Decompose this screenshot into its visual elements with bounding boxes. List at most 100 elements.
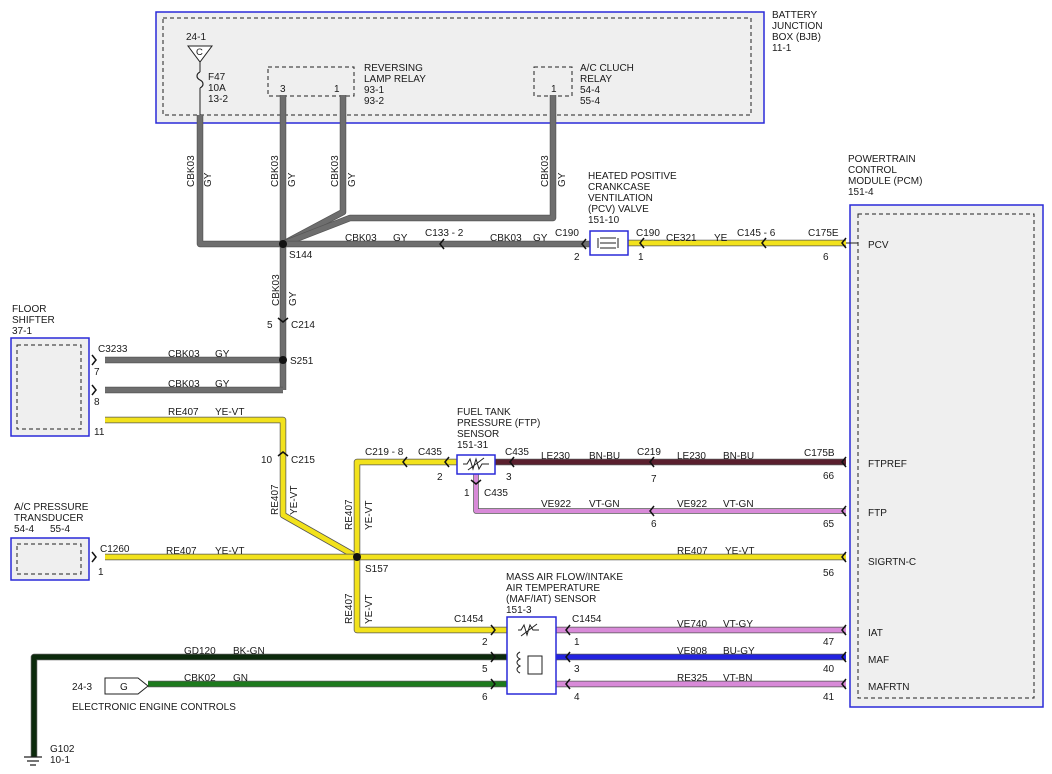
conn-pin-1-c190: 1 (638, 252, 644, 263)
pcm-name-3: MODULE (PCM) (848, 176, 922, 187)
circuit-code-ftp-2: VE922 (677, 499, 707, 510)
arrow-c190-l (581, 238, 587, 250)
circuit-color-down: YE-VT (364, 595, 375, 624)
circuit-color-fs11: YE-VT (215, 407, 244, 418)
conn-c214: C214 (291, 320, 315, 331)
conn-pin-6-c219: 6 (651, 519, 657, 530)
reversing-relay-box (267, 66, 355, 97)
circuit-color-c215: YE-VT (289, 486, 300, 515)
ftp-sensor-name-3: SENSOR (457, 429, 499, 440)
maf-pin-3: 3 (574, 664, 580, 675)
ac-transducer-pin: 1 (98, 567, 104, 578)
pcm-pin-41: 41 (823, 692, 835, 703)
circuit-code-mafrtn: RE325 (677, 673, 708, 684)
rev-relay-ref-2: 93-2 (364, 96, 384, 107)
arrow-fs8 (91, 384, 97, 396)
maf-iat-sensor: MASS AIR FLOW/INTAKE AIR TEMPERATURE (MA… (454, 572, 623, 703)
arrow-fs7 (91, 354, 97, 366)
rev-relay-ref-1: 93-1 (364, 85, 384, 96)
pcm-pin-6: 6 (823, 252, 829, 263)
floor-shifter: FLOOR SHIFTER 37-1 C3233 7 8 11 (10, 304, 128, 438)
circuit-color-ac-trans: YE-VT (215, 546, 244, 557)
pcm-pin-40: 40 (823, 664, 835, 675)
maf-name-3: (MAF/IAT) SENSOR (506, 594, 596, 605)
ground-ref: 10-1 (50, 755, 70, 766)
splice-s251 (279, 356, 287, 364)
floor-shifter-name-1: FLOOR (12, 304, 46, 315)
arrow-maf (841, 651, 847, 663)
pcm-pin-56: 56 (823, 568, 835, 579)
ftp-conn-left: C435 (418, 447, 442, 458)
pcm-pin-label-pcv: PCV (868, 240, 889, 251)
circuit-code-down: RE407 (344, 593, 355, 624)
floor-shifter-conn: C3233 (98, 344, 128, 355)
pcm-conn-c175b: C175B (804, 448, 835, 459)
circuit-code-s144-h1: CBK03 (345, 233, 377, 244)
circuit-code-ac: CBK03 (540, 155, 551, 187)
pcv-valve-name-3: VENTILATION (588, 193, 653, 204)
pcm-pin-label-ftpref: FTPREF (868, 459, 907, 470)
bjb-ref: 11-1 (772, 43, 792, 54)
ground-icon (24, 756, 42, 766)
circuit-code-sigrtn: RE407 (677, 546, 708, 557)
pcm-pin-66: 66 (823, 471, 835, 482)
fuse-icon (196, 71, 204, 89)
circuit-code-ftp-1: VE922 (541, 499, 571, 510)
circuit-color-ftp-1: VT-GN (589, 499, 620, 510)
ftp-sensor-name-1: FUEL TANK (457, 407, 511, 418)
floor-shifter-pin-7: 7 (94, 367, 100, 378)
fuse-connector-icon (187, 45, 213, 63)
fuse-name: F47 (208, 72, 226, 83)
ac-transducer-name-1: A/C PRESSURE (14, 502, 89, 513)
maf-conn-right: C1454 (572, 614, 602, 625)
ac-transducer-ref-2: 55-4 (50, 524, 70, 535)
pcm-name-2: CONTROL (848, 165, 897, 176)
pcm-pin-65: 65 (823, 519, 835, 530)
pcm-pin-label-sigrtn: SIGRTN-C (868, 557, 916, 568)
circuit-code-fs8: CBK03 (168, 379, 200, 390)
circuit-code-ac-trans: RE407 (166, 546, 197, 557)
arrow-c214 (277, 317, 289, 323)
arrow-c219-8 (402, 456, 408, 468)
circuit-color-maf: BU-GY (723, 646, 755, 657)
floor-shifter-name-2: SHIFTER (12, 315, 55, 326)
circuit-color-mafrtn: VT-BN (723, 673, 752, 684)
pcm-module: POWERTRAIN CONTROL MODULE (PCM) 151-4 PC… (804, 154, 1044, 708)
bjb-name-2: JUNCTION (772, 21, 823, 32)
heater-coil-icon (597, 237, 619, 249)
pcv-valve-name-1: HEATED POSITIVE (588, 171, 677, 182)
pcm-pin-label-maf: MAF (868, 655, 889, 666)
ftp-conn-bottom: C435 (484, 488, 508, 499)
circuit-code-up: RE407 (344, 499, 355, 530)
ac-relay-ref-1: 54-4 (580, 85, 600, 96)
eec-reference: 24-3 G ELECTRONIC ENGINE CONTROLS (72, 677, 236, 713)
ftp-conn-right: C435 (505, 447, 529, 458)
pcm-conn-c175e: C175E (808, 228, 839, 239)
splice-s157 (353, 553, 361, 561)
circuit-code-s144-h2: CBK03 (490, 233, 522, 244)
fuse-ref: 13-2 (208, 94, 228, 105)
pcv-valve-name-2: CRANKCASE (588, 182, 651, 193)
ac-relay-pin: 1 (551, 84, 557, 95)
maf-pin-6: 6 (482, 692, 488, 703)
ground-name: G102 (50, 744, 75, 755)
arrow-c215 (277, 451, 289, 457)
circuit-color-eec: GN (233, 673, 248, 684)
conn-c215: C215 (291, 455, 315, 466)
arrow-c175b (841, 456, 847, 468)
pcm-pin-label-ftp: FTP (868, 508, 887, 519)
wire-ftp-outline (473, 474, 846, 514)
circuit-color-rev1: GY (347, 172, 358, 187)
circuit-code-ftpref-2: LE230 (677, 451, 706, 462)
circuit-code-pcv: CE321 (666, 233, 697, 244)
conn-c145-6: C145 - 6 (737, 228, 776, 239)
splice-s157-label: S157 (365, 564, 389, 575)
circuit-color-ftpref-2: BN-BU (723, 451, 754, 462)
wire-s157-maf (354, 557, 507, 633)
arrow-c219 (649, 456, 655, 468)
splice-s251-label: S251 (290, 356, 314, 367)
wire-fuse-s144 (197, 115, 283, 247)
circuit-color-iat: VT-GY (723, 619, 753, 630)
circuit-color-s144-h1: GY (393, 233, 408, 244)
